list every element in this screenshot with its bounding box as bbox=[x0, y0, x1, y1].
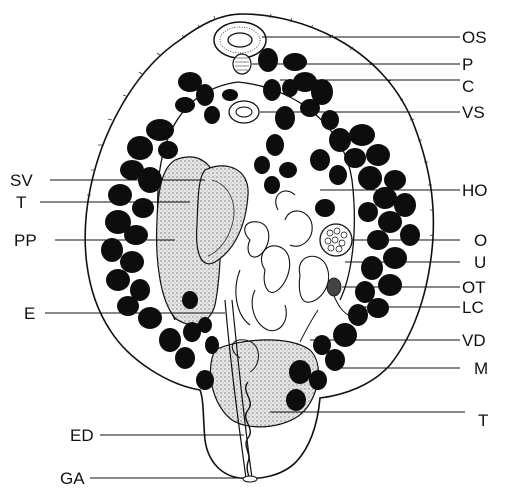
label-m: M bbox=[474, 359, 488, 378]
label-e: E bbox=[24, 304, 35, 323]
label-lc: LC bbox=[462, 298, 484, 317]
ootype bbox=[327, 278, 341, 296]
label-sv: SV bbox=[10, 171, 33, 190]
oral-sucker bbox=[214, 22, 266, 58]
label-p: P bbox=[462, 55, 473, 74]
pharynx bbox=[233, 54, 251, 74]
ovary bbox=[320, 224, 352, 256]
genital-atrium bbox=[243, 476, 257, 482]
label-vs: VS bbox=[462, 103, 485, 122]
ventral-sucker bbox=[229, 101, 259, 123]
label-ed: ED bbox=[70, 426, 94, 445]
label-u: U bbox=[474, 253, 486, 272]
label-o: O bbox=[474, 231, 487, 250]
label-ga: GA bbox=[60, 469, 85, 488]
label-pp: PP bbox=[14, 231, 37, 250]
label-ho: HO bbox=[462, 181, 488, 200]
label-c: C bbox=[462, 77, 474, 96]
label-vd: VD bbox=[462, 331, 486, 350]
label-t-right: T bbox=[478, 411, 488, 430]
label-t-left: T bbox=[16, 193, 26, 212]
label-os: OS bbox=[462, 28, 487, 47]
label-ot: OT bbox=[462, 278, 486, 297]
